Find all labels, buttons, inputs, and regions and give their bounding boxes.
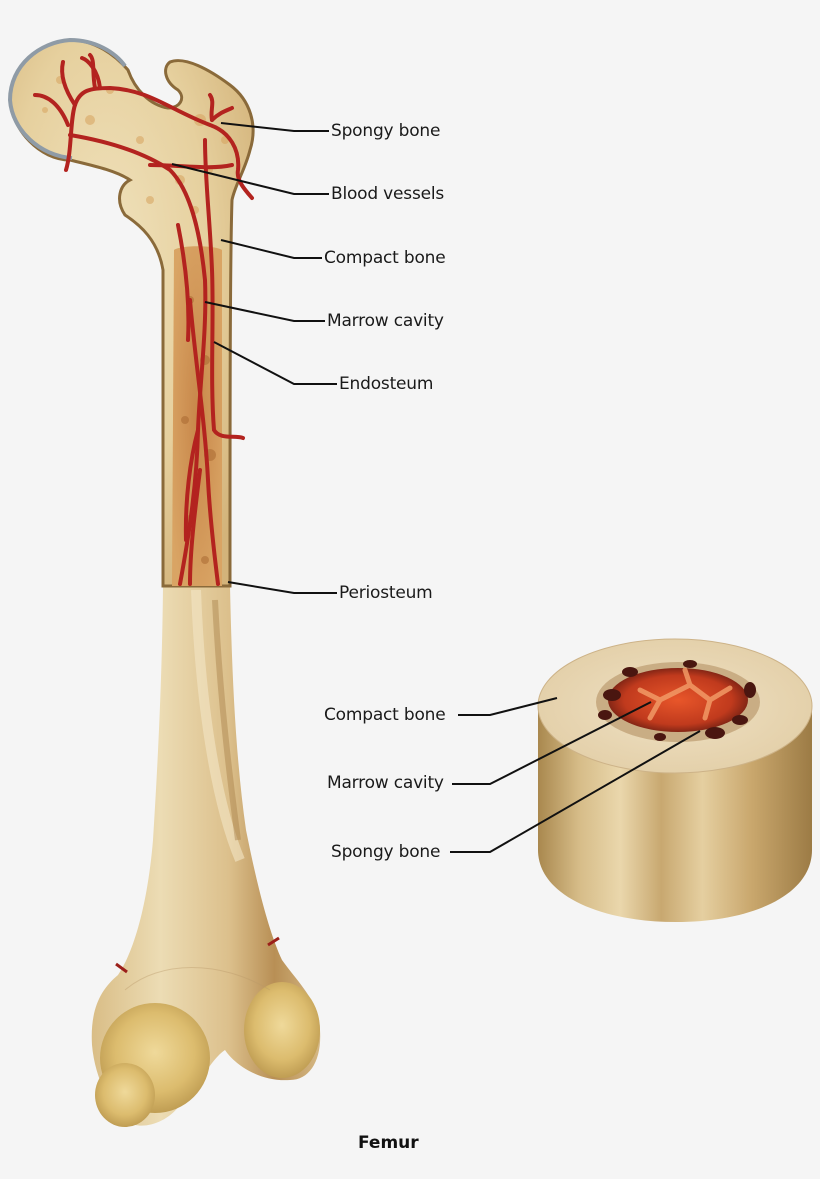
blood-vessel-network [33, 53, 254, 586]
leader-lines [171, 122, 701, 853]
femur-condyles [95, 967, 320, 1127]
figure-caption: Femur [358, 1133, 419, 1153]
label-compact-bone: Compact bone [324, 248, 446, 268]
bone-cross-section [537, 638, 813, 922]
vessel-stub-left [115, 962, 128, 974]
label-cross-spongy-bone: Spongy bone [331, 842, 441, 862]
label-endosteum: Endosteum [339, 374, 434, 394]
label-cross-compact-bone: Compact bone [324, 705, 446, 725]
label-cross-marrow-cavity: Marrow cavity [327, 773, 444, 793]
vessel-stub-right [267, 936, 280, 947]
label-periosteum: Periosteum [339, 583, 433, 603]
label-marrow-cavity: Marrow cavity [327, 311, 444, 331]
femur-upper-section [7, 37, 255, 588]
label-blood-vessels: Blood vessels [331, 184, 445, 204]
label-spongy-bone: Spongy bone [331, 121, 441, 141]
